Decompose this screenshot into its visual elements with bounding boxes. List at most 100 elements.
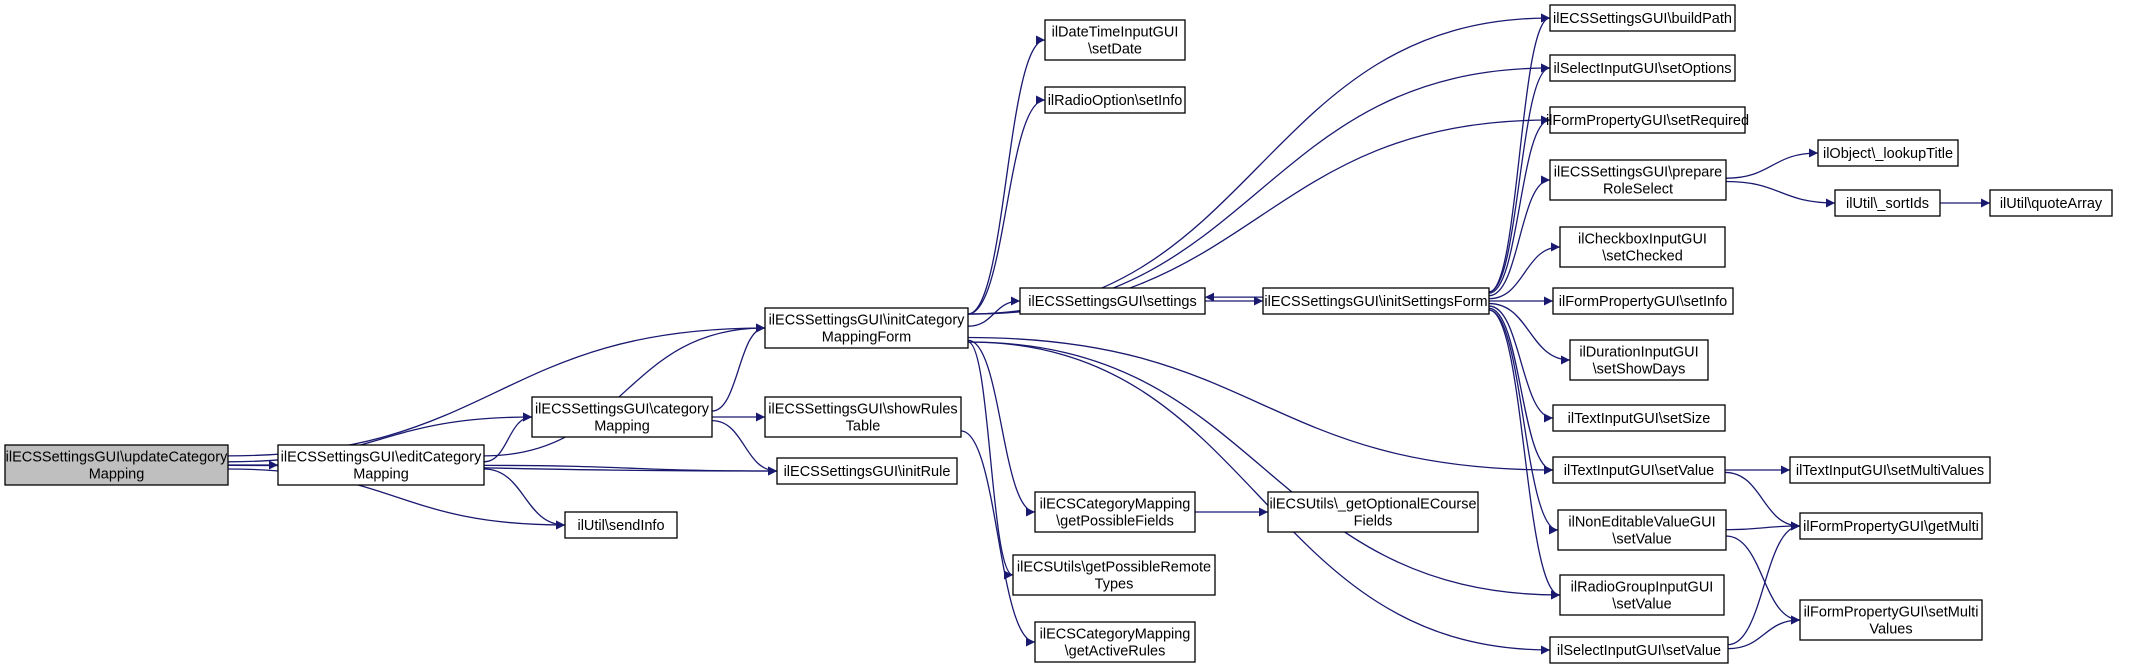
node-box: [1034, 491, 1196, 533]
edges-layer: [227, 13, 1990, 655]
edge-init-category-mapping-form-to-settings: [967, 296, 1021, 327]
node-set-multi-values[interactable]: ilFormPropertyGUI\setMultiValues: [1799, 599, 1983, 641]
node-init-settings-form[interactable]: ilECSSettingsGUI\initSettingsForm: [1262, 287, 1490, 315]
node-label: ilDurationInputGUI: [1579, 345, 1698, 361]
node-box: [1799, 599, 1983, 641]
node-label: ilTextInputGUI\setMultiValues: [1796, 463, 1984, 479]
node-build-path[interactable]: ilECSSettingsGUI\buildPath: [1549, 4, 1736, 32]
node-sort-ids[interactable]: ilUtil\_sortIds: [1834, 189, 1941, 217]
node-select-set-value[interactable]: ilSelectInputGUI\setValue: [1549, 636, 1729, 664]
node-dt-set-date[interactable]: ilDateTimeInputGUI\setDate: [1044, 19, 1186, 61]
node-label: ilFormPropertyGUI\setInfo: [1559, 294, 1727, 310]
edge-init-settings-form-to-set-options: [1488, 63, 1551, 293]
node-label: ilECSCategoryMapping: [1040, 627, 1191, 643]
node-label: ilECSSettingsGUI\initSettingsForm: [1264, 294, 1487, 310]
edge-init-category-mapping-form-to-get-possible-fields: [967, 339, 1036, 517]
node-init-rule[interactable]: ilECSSettingsGUI\initRule: [776, 457, 958, 485]
node-radio-group-set-value[interactable]: ilRadioGroupInputGUI\setValue: [1559, 574, 1725, 616]
node-box: [1549, 4, 1736, 32]
node-label: \setChecked: [1602, 249, 1683, 265]
node-box: [277, 444, 485, 486]
node-label: ilECSSettingsGUI\editCategory: [281, 450, 482, 466]
node-set-checked[interactable]: ilCheckboxInputGUI\setChecked: [1559, 226, 1726, 268]
node-label: ilFormPropertyGUI\setMulti: [1804, 605, 1979, 621]
node-label: ilECSUtils\getPossibleRemote: [1017, 560, 1211, 576]
node-settings[interactable]: ilECSSettingsGUI\settings: [1019, 287, 1206, 315]
node-label: Mapping: [353, 467, 409, 483]
node-label: ilUtil\_sortIds: [1846, 196, 1929, 212]
node-label: ilFormPropertyGUI\getMulti: [1803, 519, 1979, 535]
edge-init-settings-form-to-non-edit-set-value: [1488, 309, 1559, 535]
node-get-possible-fields[interactable]: ilECSCategoryMapping\getPossibleFields: [1034, 491, 1196, 533]
edge-init-settings-form-to-set-required: [1488, 115, 1551, 294]
node-set-required[interactable]: ilFormPropertyGUI\setRequired: [1546, 106, 1749, 134]
node-label: ilECSSettingsGUI\category: [535, 402, 710, 418]
node-quote-array[interactable]: ilUtil\quoteArray: [1989, 189, 2113, 217]
node-box: [1552, 287, 1734, 315]
node-label: ilTextInputGUI\setValue: [1564, 463, 1714, 479]
node-label: ilDateTimeInputGUI: [1052, 25, 1179, 41]
node-box: [1012, 554, 1216, 596]
node-box: [1019, 287, 1206, 315]
node-box: [1044, 19, 1186, 61]
edge-init-category-mapping-form-to-set-required: [967, 115, 1551, 315]
node-set-size[interactable]: ilTextInputGUI\setSize: [1552, 404, 1726, 432]
node-box: [4, 444, 229, 486]
node-label: Mapping: [594, 419, 650, 435]
node-non-edit-set-value[interactable]: ilNonEditableValueGUI\setValue: [1557, 509, 1727, 551]
node-box: [531, 396, 713, 438]
node-label: ilECSSettingsGUI\initRule: [784, 464, 951, 480]
node-box: [1834, 189, 1941, 217]
node-radio-set-info[interactable]: ilRadioOption\setInfo: [1044, 86, 1186, 114]
node-lookup-title[interactable]: ilObject\_lookupTitle: [1817, 139, 1959, 167]
node-text-set-value[interactable]: ilTextInputGUI\setValue: [1552, 456, 1726, 484]
edge-category-mapping-to-init-rule: [711, 419, 778, 476]
node-send-info[interactable]: ilUtil\sendInfo: [564, 511, 678, 539]
node-label: RoleSelect: [1603, 182, 1673, 198]
node-label: ilECSUtils\_getOptionalECourse: [1269, 497, 1476, 513]
node-label: MappingForm: [822, 330, 911, 346]
node-fp-set-info[interactable]: ilFormPropertyGUI\setInfo: [1552, 287, 1734, 315]
edge-edit-category-mapping-to-category-mapping: [483, 412, 533, 463]
node-label: ilNonEditableValueGUI: [1568, 515, 1715, 531]
node-label: Table: [846, 419, 881, 435]
node-box: [1559, 226, 1726, 268]
node-set-options[interactable]: ilSelectInputGUI\setOptions: [1549, 54, 1736, 82]
node-box: [1989, 189, 2113, 217]
node-box: [1549, 54, 1736, 82]
node-get-multi[interactable]: ilFormPropertyGUI\getMulti: [1799, 512, 1983, 540]
edge-init-settings-form-to-build-path: [1488, 13, 1551, 293]
node-box: [1569, 339, 1709, 381]
edge-init-category-mapping-form-to-build-path: [967, 13, 1551, 315]
edge-select-set-value-to-get-multi: [1727, 521, 1801, 646]
node-box: [564, 511, 678, 539]
edge-init-settings-form-to-set-size: [1488, 305, 1554, 423]
node-label: ilSelectInputGUI\setValue: [1557, 643, 1721, 659]
node-label: ilRadioOption\setInfo: [1048, 93, 1183, 109]
node-set-multi-values-text[interactable]: ilTextInputGUI\setMultiValues: [1789, 456, 1991, 484]
node-label: \getPossibleFields: [1056, 514, 1174, 530]
node-box: [1549, 106, 1746, 134]
node-label: Types: [1095, 577, 1134, 593]
node-label: ilECSSettingsGUI\initCategory: [769, 313, 966, 329]
node-box: [764, 307, 969, 349]
node-label: Mapping: [89, 467, 145, 483]
node-label: \setShowDays: [1593, 362, 1686, 378]
edge-show-rules-table-to-get-active-rules: [960, 430, 1036, 647]
node-set-show-days[interactable]: ilDurationInputGUI\setShowDays: [1569, 339, 1709, 381]
node-box: [764, 396, 962, 438]
node-box: [1034, 621, 1196, 663]
edge-init-settings-form-to-prepare-role-select: [1488, 175, 1551, 297]
edge-init-settings-form-to-text-set-value: [1488, 307, 1554, 475]
node-get-active-rules[interactable]: ilECSCategoryMapping\getActiveRules: [1034, 621, 1196, 663]
